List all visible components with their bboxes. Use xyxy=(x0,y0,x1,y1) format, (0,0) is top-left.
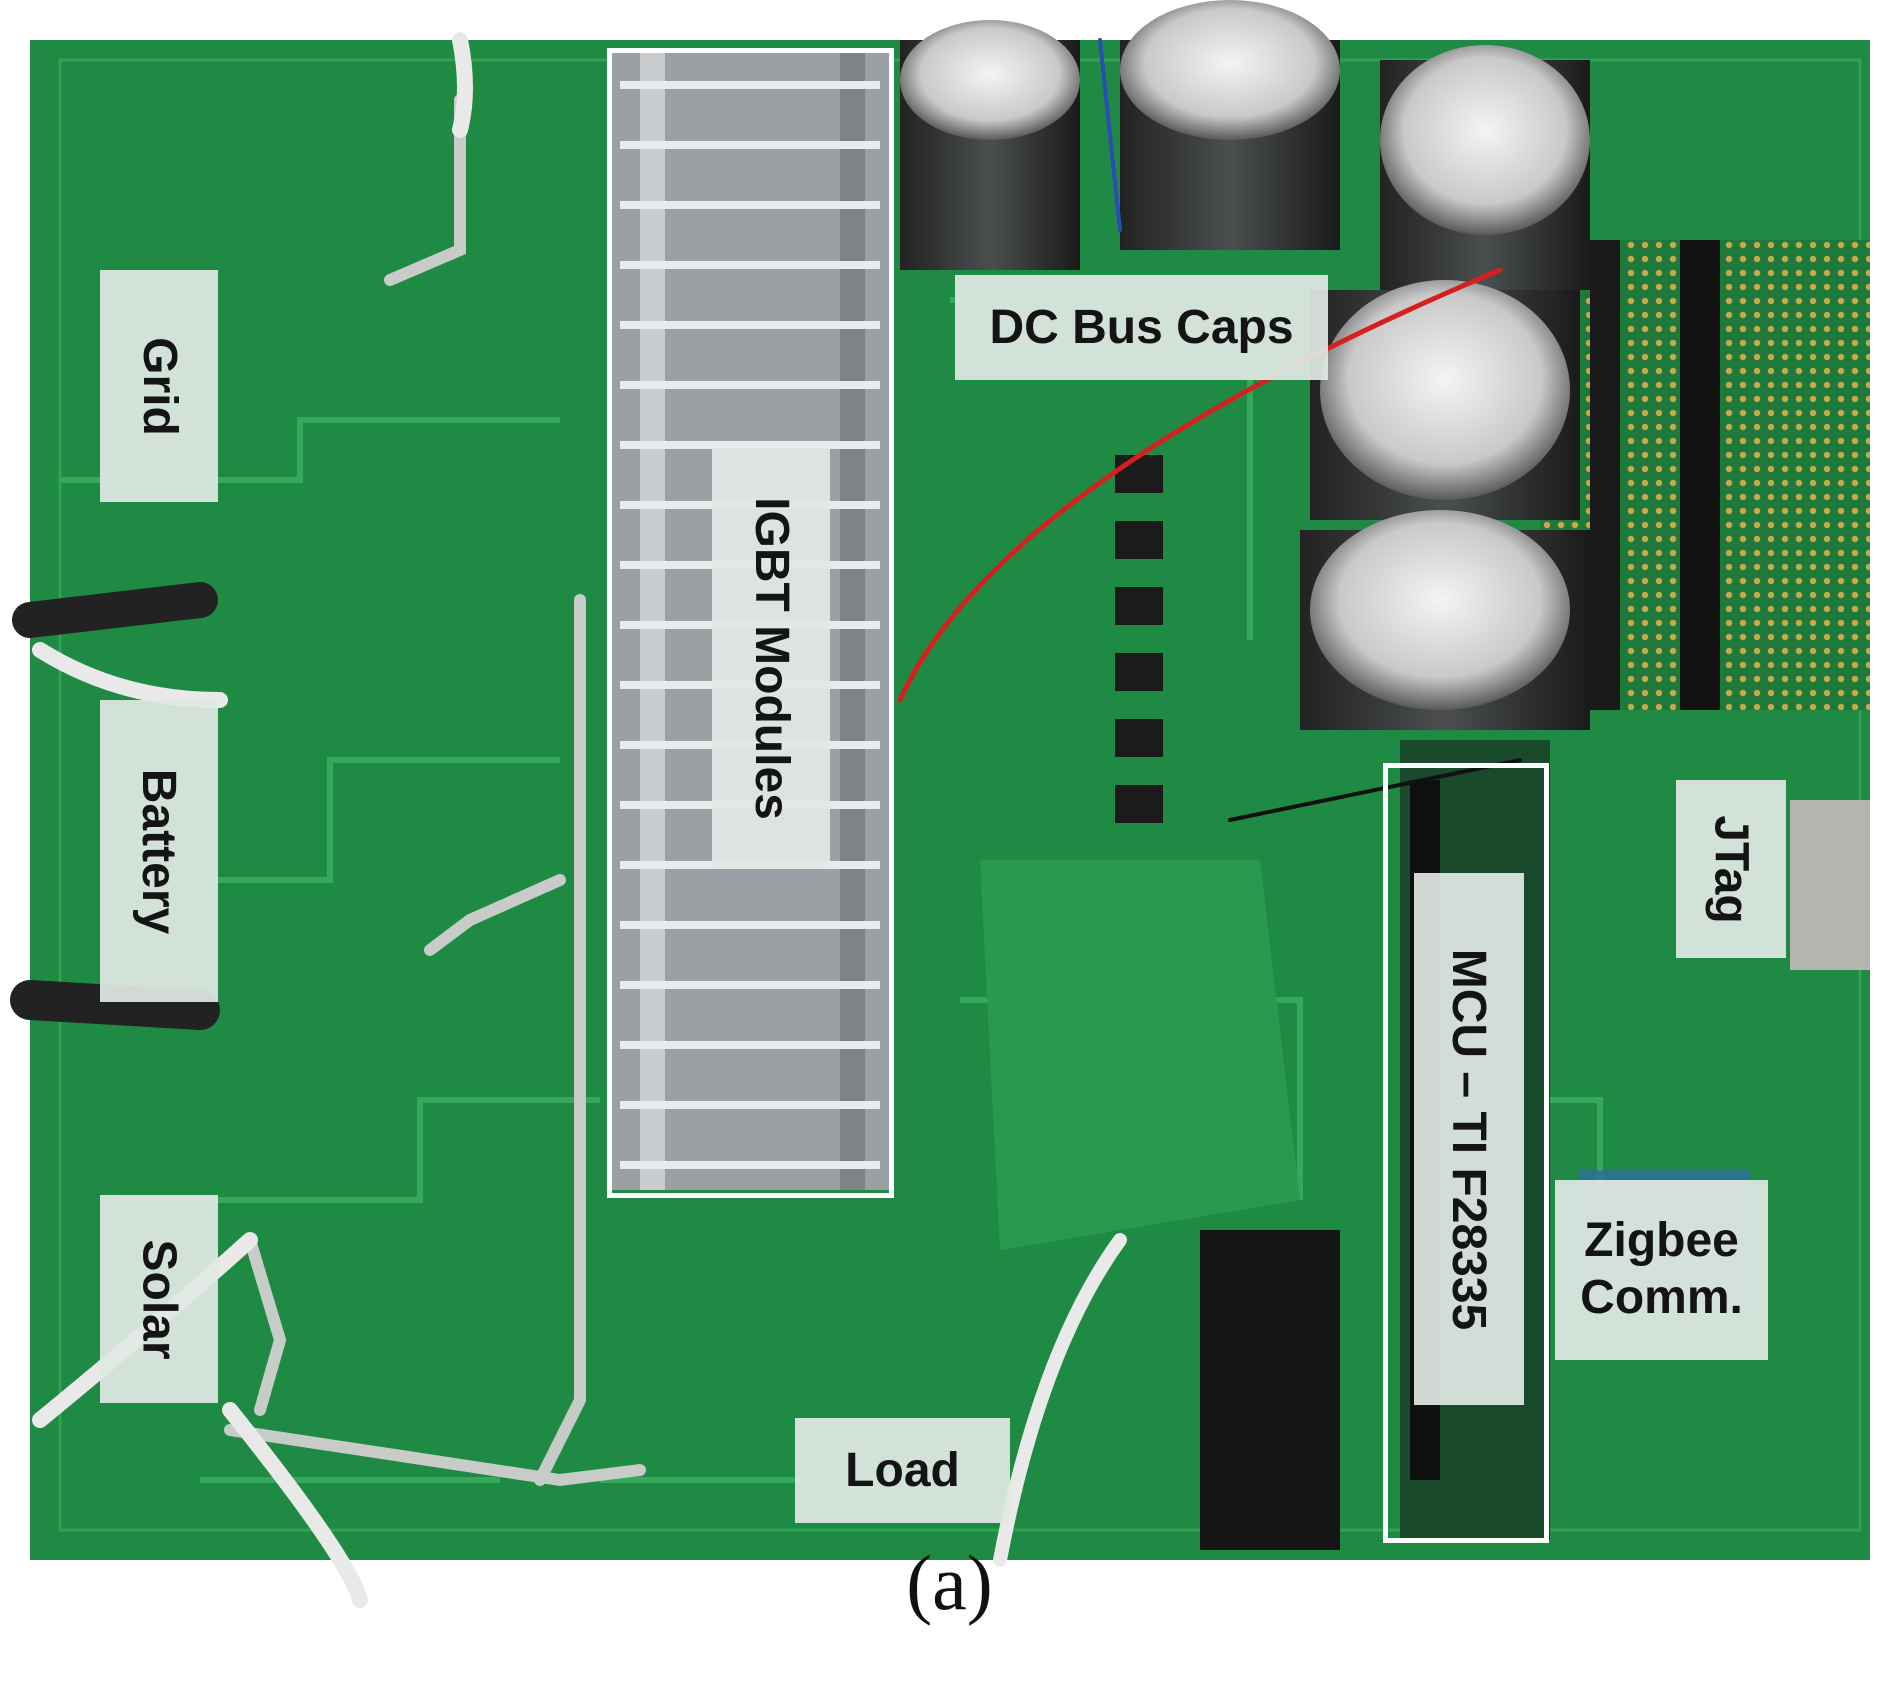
jtag-ribbon-cable xyxy=(1790,800,1870,970)
gate-driver-ic xyxy=(1115,653,1163,691)
cables xyxy=(10,32,1522,1608)
igbt-label: IGBT Modules xyxy=(712,448,830,868)
load-label-text: Load xyxy=(845,1444,960,1497)
dc-bus-label: DC Bus Caps xyxy=(955,275,1328,380)
solar-label-text: Solar xyxy=(132,1238,186,1360)
gate-driver-ics xyxy=(1115,455,1163,823)
igbt-label-text: IGBT Modules xyxy=(744,496,798,820)
figure-caption: (a) xyxy=(906,1539,993,1626)
jtag-label-text: JTag xyxy=(1704,814,1758,924)
zigbee-label-line2: Comm. xyxy=(1580,1271,1743,1324)
power-traces xyxy=(224,94,646,1487)
gate-driver-ic xyxy=(1115,587,1163,625)
dc-bus-label-text: DC Bus Caps xyxy=(989,301,1294,354)
mcu-label: MCU – TI F28335 xyxy=(1414,873,1524,1405)
gate-driver-ic xyxy=(1115,719,1163,757)
battery-label: Battery xyxy=(100,700,218,1002)
load-label: Load xyxy=(795,1418,1010,1523)
zigbee-label-line1: Zigbee xyxy=(1584,1214,1739,1268)
jtag-label: JTag xyxy=(1676,780,1786,958)
header-connector xyxy=(1680,240,1720,710)
grid-label: Grid xyxy=(100,270,218,502)
grid-label-text: Grid xyxy=(132,336,186,436)
zigbee-label: Zigbee Comm. xyxy=(1555,1180,1768,1360)
gate-driver-ic xyxy=(1115,785,1163,823)
gate-driver-ic xyxy=(1115,455,1163,493)
ground-plane xyxy=(980,860,1300,1250)
dc-bus-capacitors xyxy=(900,0,1590,730)
battery-label-text: Battery xyxy=(132,768,186,934)
mcu-label-text: MCU – TI F28335 xyxy=(1442,948,1496,1330)
igbt-highlight-frame xyxy=(607,48,894,1198)
gate-driver-ic xyxy=(1115,521,1163,559)
solar-label: Solar xyxy=(100,1195,218,1403)
relay xyxy=(1200,1230,1340,1550)
mcu-highlight-frame xyxy=(1383,763,1549,1543)
